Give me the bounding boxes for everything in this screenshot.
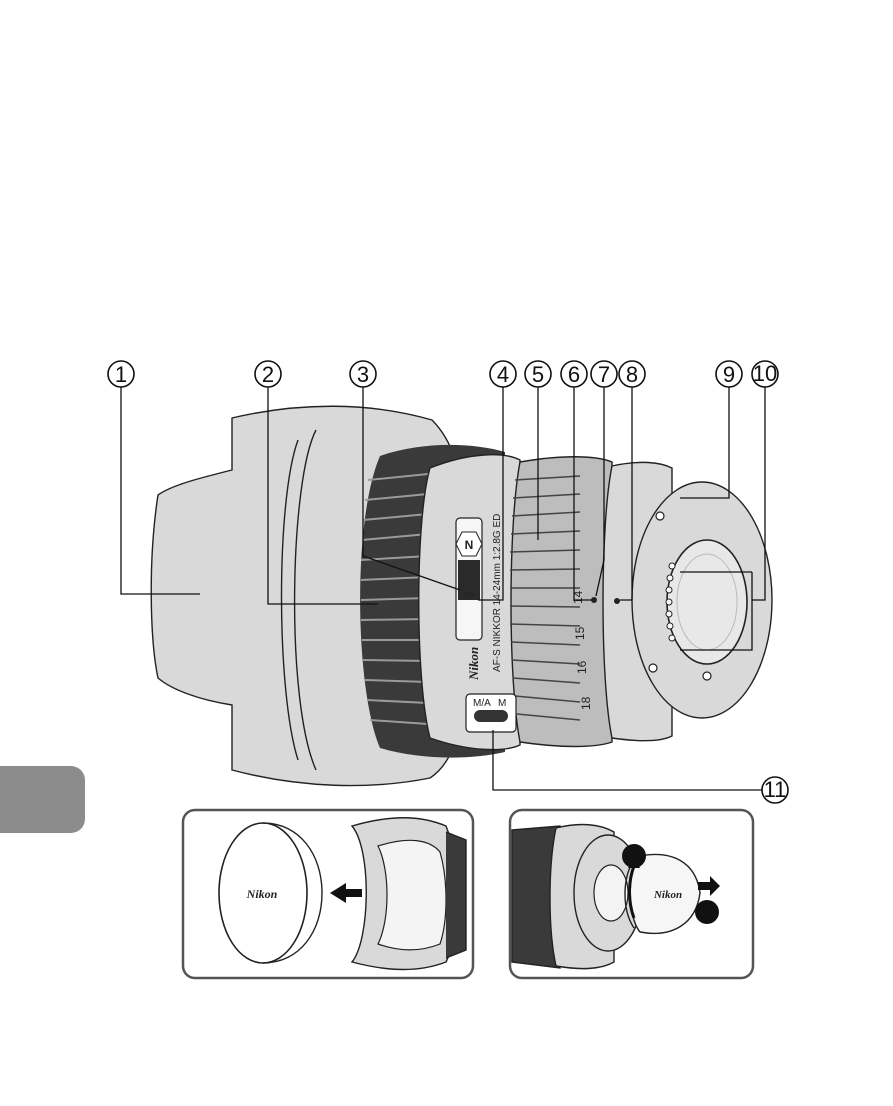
svg-text:2: 2 xyxy=(701,899,713,924)
step-badge-2: 2 xyxy=(695,899,719,924)
callout-3: 3 xyxy=(349,360,377,388)
leader-lines xyxy=(120,387,766,791)
rear-element xyxy=(666,539,748,665)
svg-text:10: 10 xyxy=(753,361,777,386)
mounting-index xyxy=(614,598,620,604)
zoom-ring-ribs xyxy=(509,475,581,721)
svg-text:18: 18 xyxy=(579,696,593,710)
arrow-right-icon xyxy=(698,876,720,896)
svg-text:N: N xyxy=(465,538,474,552)
svg-text:9: 9 xyxy=(723,362,735,387)
svg-text:15: 15 xyxy=(573,626,587,640)
front-cap-brand: Nikon xyxy=(246,887,278,901)
svg-text:5: 5 xyxy=(532,362,544,387)
svg-text:11: 11 xyxy=(764,777,787,802)
focal-length-index xyxy=(591,597,597,603)
mode-switch-label-m: M xyxy=(498,698,506,709)
svg-text:16: 16 xyxy=(575,660,589,674)
svg-text:1: 1 xyxy=(115,362,127,387)
section-tab xyxy=(0,766,85,833)
callout-11: 11 xyxy=(761,776,789,804)
cpu-contacts xyxy=(665,562,676,642)
inset-front-cap: Nikon xyxy=(181,808,475,980)
callout-4: 4 xyxy=(489,360,517,388)
lens-brand: Nikon xyxy=(466,647,481,681)
svg-text:14: 14 xyxy=(571,590,585,604)
callout-8: 8 xyxy=(618,360,646,388)
callout-9: 9 xyxy=(715,360,743,388)
distance-mark-infinity: ∞ xyxy=(465,587,474,601)
lens-rear-inset xyxy=(511,825,561,969)
nano-crystal-badge: N xyxy=(455,531,483,557)
svg-text:2: 2 xyxy=(262,362,274,387)
svg-text:8: 8 xyxy=(626,362,638,387)
mount-screws xyxy=(648,511,712,681)
arrow-left-icon xyxy=(330,883,362,903)
svg-text:6: 6 xyxy=(568,362,580,387)
svg-text:4: 4 xyxy=(497,362,509,387)
zoom-ring xyxy=(510,456,613,748)
step-badge-1: 1 xyxy=(622,843,646,868)
rear-cap-brand: Nikon xyxy=(653,889,682,901)
focus-mode-switch[interactable]: M/A M xyxy=(465,693,517,733)
callout-7: 7 xyxy=(590,360,618,388)
svg-text:1: 1 xyxy=(628,843,640,868)
callout-1: 1 xyxy=(107,360,135,388)
lens-illustration: ∞ N Nikon AF-S NIKKOR 14-24mm 1:2.8G ED … xyxy=(150,405,773,787)
callout-2: 2 xyxy=(254,360,282,388)
svg-text:3: 3 xyxy=(357,362,369,387)
mode-switch-label-ma: M/A xyxy=(473,698,491,709)
inset-rear-cap: Nikon 1 2 xyxy=(508,808,755,980)
callout-10: 10 xyxy=(751,360,779,388)
callout-5: 5 xyxy=(524,360,552,388)
lens-name: AF-S NIKKOR 14-24mm 1:2.8G ED xyxy=(492,514,503,672)
svg-text:7: 7 xyxy=(598,362,610,387)
callout-6: 6 xyxy=(560,360,588,388)
focus-ring-ribs xyxy=(360,473,429,725)
rotate-arrow-icon xyxy=(628,865,636,919)
